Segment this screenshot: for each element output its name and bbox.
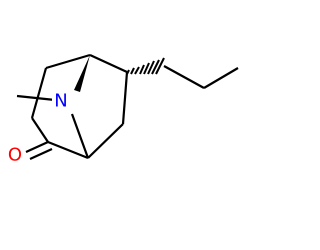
bond-propyl-1 [163, 65, 205, 89]
oxygen-label-background [5, 144, 25, 166]
bond-c7-c6 [121, 71, 129, 125]
bond-carbonyl-inner [29, 147, 53, 161]
bond-nitrogen-methyl [16, 94, 56, 102]
molecule-structure-canvas: N O [5, 53, 239, 166]
bond-carbonyl-outer [25, 140, 49, 154]
wedge-bond-c2-nitrogen [74, 55, 90, 92]
bond-c4-c5 [31, 117, 49, 143]
hashed-wedge-bond-c6-propyl [126, 57, 165, 75]
bond-c2-c3 [45, 53, 91, 70]
nitrogen-label-background [52, 90, 70, 110]
nitrogen-atom-label: N [54, 91, 67, 112]
bond-c6-c2 [89, 54, 128, 73]
oxygen-atom-label: O [8, 145, 22, 166]
molecule-structure-drawing: N O [5, 53, 239, 166]
bond-propyl-2 [203, 67, 239, 89]
bond-c1-c7 [87, 123, 124, 159]
bond-c5-c1 [47, 140, 89, 160]
bond-c1-nitrogen [70, 113, 90, 159]
bond-c3-c4 [30, 67, 48, 119]
